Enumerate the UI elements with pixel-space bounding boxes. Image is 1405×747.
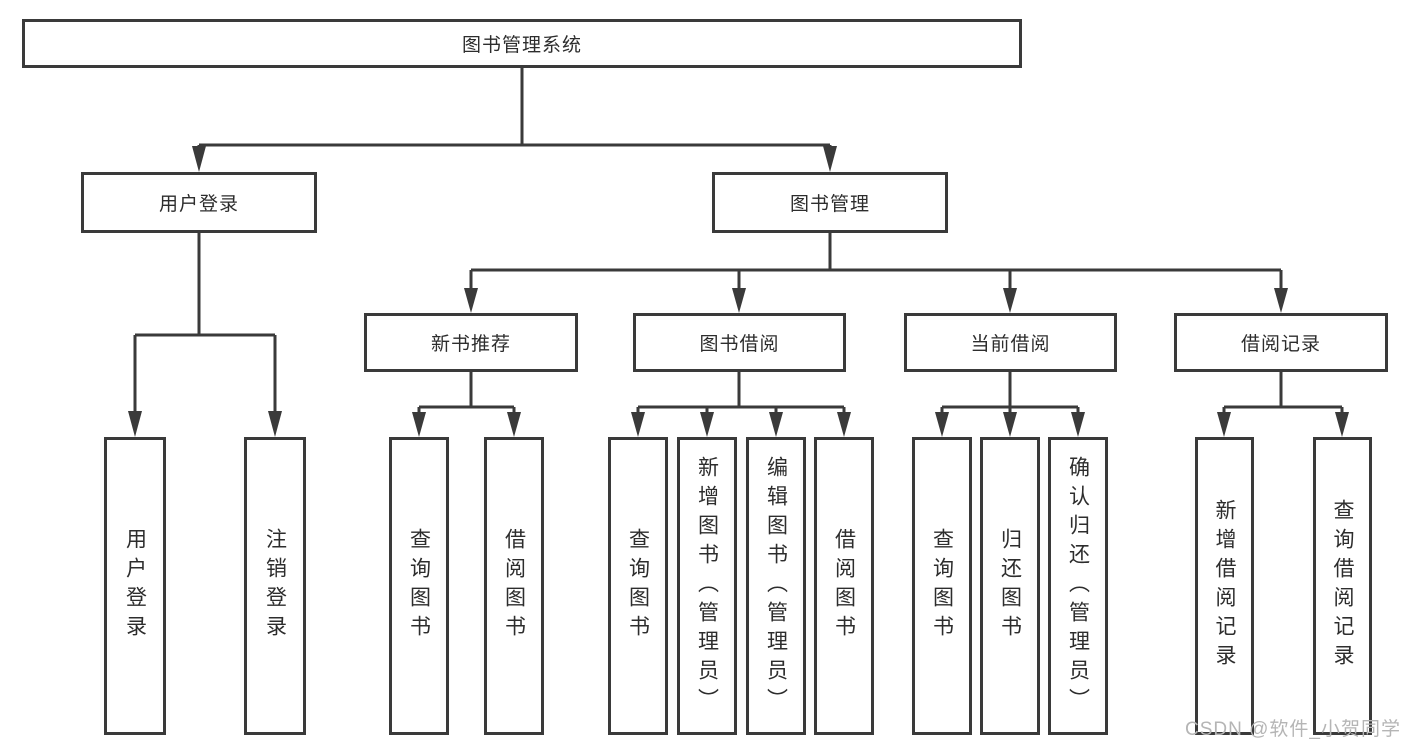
node-label: 确认归还（管理员） bbox=[1066, 455, 1090, 717]
leaf-query-borrow-record: 查询借阅记录 bbox=[1313, 437, 1372, 735]
leaf-borrow-books-borrowing: 借阅图书 bbox=[814, 437, 874, 735]
node-label: 查询图书 bbox=[930, 528, 954, 644]
node-root-system: 图书管理系统 bbox=[22, 19, 1022, 68]
node-label: 借阅图书 bbox=[832, 528, 856, 644]
leaf-user-login: 用户登录 bbox=[104, 437, 166, 735]
leaf-add-borrow-record: 新增借阅记录 bbox=[1195, 437, 1254, 735]
leaf-return-books: 归还图书 bbox=[980, 437, 1040, 735]
node-label: 注销登录 bbox=[263, 528, 287, 644]
node-borrowing-records: 借阅记录 bbox=[1174, 313, 1388, 372]
leaf-logout: 注销登录 bbox=[244, 437, 306, 735]
leaf-confirm-return-admin: 确认归还（管理员） bbox=[1048, 437, 1108, 735]
node-label: 查询图书 bbox=[407, 528, 431, 644]
node-label: 图书管理系统 bbox=[461, 35, 582, 56]
node-current-borrowing: 当前借阅 bbox=[904, 313, 1117, 372]
node-label: 用户登录 bbox=[123, 528, 147, 644]
leaf-borrow-books-recommend: 借阅图书 bbox=[484, 437, 544, 735]
node-label: 归还图书 bbox=[998, 528, 1022, 644]
node-label: 用户登录 bbox=[158, 194, 239, 215]
node-label: 编辑图书（管理员） bbox=[764, 455, 788, 717]
node-label: 借阅记录 bbox=[1240, 334, 1321, 355]
node-label: 查询借阅记录 bbox=[1331, 499, 1354, 673]
node-label: 当前借阅 bbox=[970, 334, 1051, 355]
node-label: 图书管理 bbox=[789, 194, 870, 215]
node-label: 新增图书（管理员） bbox=[695, 455, 719, 717]
node-label: 图书借阅 bbox=[699, 334, 780, 355]
leaf-add-books-admin: 新增图书（管理员） bbox=[677, 437, 737, 735]
node-book-management: 图书管理 bbox=[712, 172, 948, 233]
node-label: 借阅图书 bbox=[502, 528, 526, 644]
node-label: 新书推荐 bbox=[430, 334, 511, 355]
leaf-edit-books-admin: 编辑图书（管理员） bbox=[746, 437, 806, 735]
node-book-borrowing: 图书借阅 bbox=[633, 313, 846, 372]
leaf-query-books-current: 查询图书 bbox=[912, 437, 972, 735]
node-label: 新增借阅记录 bbox=[1213, 499, 1236, 673]
csdn-watermark: CSDN @软件_小贺同学 bbox=[1185, 719, 1401, 740]
node-new-book-recommend: 新书推荐 bbox=[364, 313, 578, 372]
node-user-login-group: 用户登录 bbox=[81, 172, 317, 233]
leaf-query-books-borrowing: 查询图书 bbox=[608, 437, 668, 735]
node-label: 查询图书 bbox=[626, 528, 650, 644]
leaf-query-books-recommend: 查询图书 bbox=[389, 437, 449, 735]
